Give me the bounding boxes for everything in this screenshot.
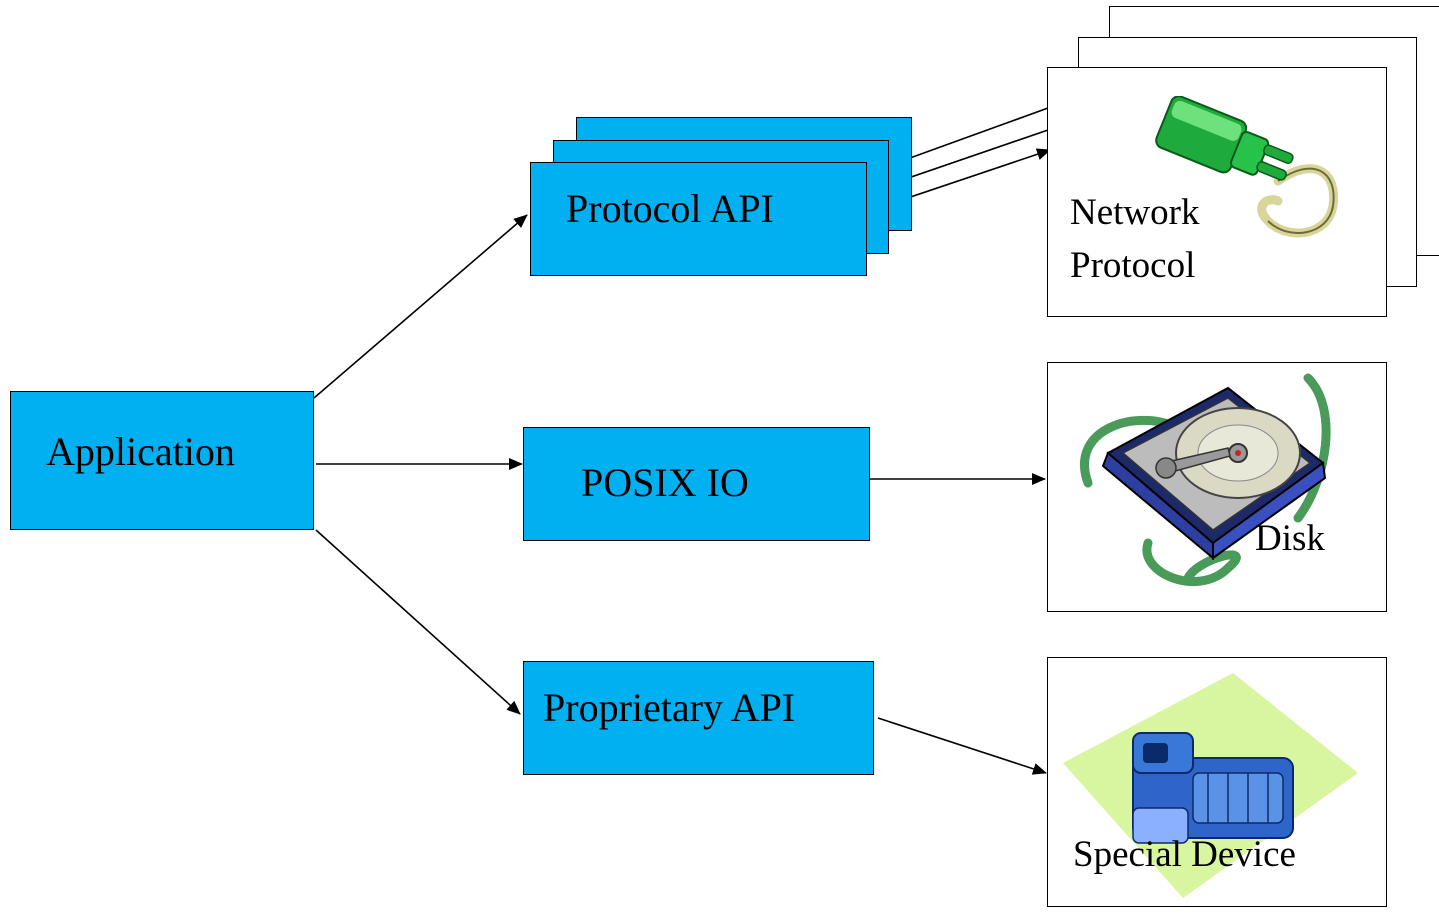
hard-disk-icon	[1080, 373, 1331, 587]
disk-card: Disk	[1047, 362, 1387, 612]
camcorder-icon	[1063, 673, 1358, 898]
arrow-proprietary-to-special	[877, 717, 1047, 775]
application-box: Application	[10, 391, 314, 530]
network-label-line2: Protocol	[1070, 245, 1196, 286]
network-card: Network Protocol	[1047, 67, 1387, 317]
disk-label: Disk	[1255, 518, 1325, 559]
special-device-card: Special Device	[1047, 657, 1387, 907]
arrow-app-to-proprietary	[315, 529, 521, 715]
line-protocol-to-network-1	[909, 107, 1049, 159]
line-protocol-to-network-2	[887, 129, 1049, 186]
proprietary-api-box: Proprietary API	[523, 661, 874, 775]
application-label: Application	[46, 429, 235, 474]
network-plug-icon	[1155, 96, 1339, 238]
network-label-line1: Network	[1070, 192, 1200, 233]
posix-io-box: POSIX IO	[523, 427, 870, 541]
proprietary-api-label: Proprietary API	[543, 685, 796, 730]
special-device-label: Special Device	[1073, 834, 1296, 875]
arrow-app-to-protocol	[313, 214, 528, 399]
protocol-api-label: Protocol API	[566, 186, 774, 231]
posix-io-label: POSIX IO	[581, 460, 749, 505]
protocol-api-box: Protocol API	[530, 162, 867, 276]
